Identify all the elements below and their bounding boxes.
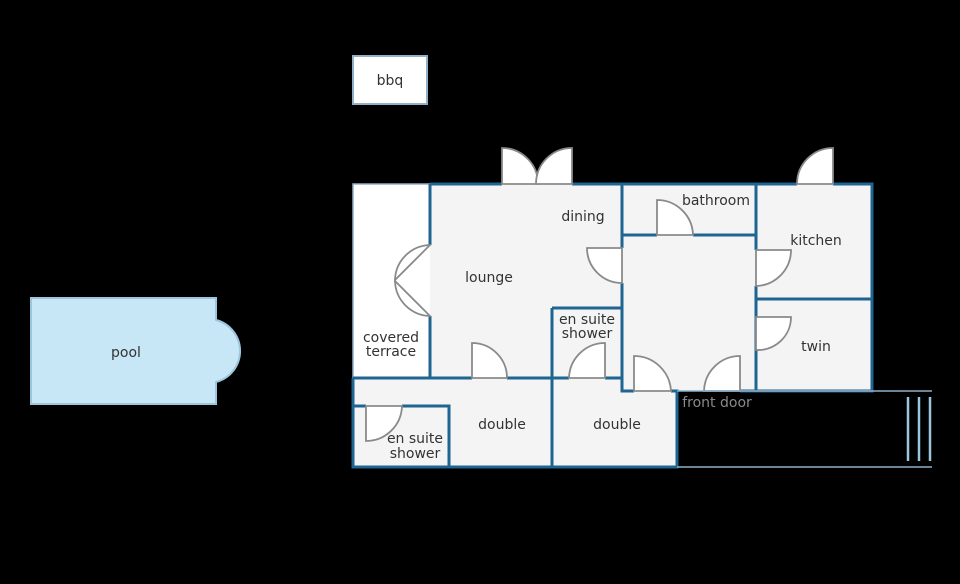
lower-bedrooms xyxy=(353,378,677,467)
double-left-label: double xyxy=(478,417,526,433)
kitchen-door xyxy=(755,249,792,287)
kitchen-twin-area xyxy=(756,184,872,391)
pool xyxy=(30,297,242,405)
en-suite-upper-label-2: shower xyxy=(562,326,613,342)
pool-label: pool xyxy=(111,345,141,361)
dining-hall-door xyxy=(586,247,623,284)
en-suite-upper-walls xyxy=(550,306,622,380)
front-door-label: front door xyxy=(682,395,752,411)
terrace-door-upper xyxy=(394,244,433,283)
twin-label: twin xyxy=(801,339,831,355)
en-suite-lower-label-1: en suite xyxy=(387,431,443,447)
double-mid-label: double xyxy=(593,417,641,433)
covered-terrace-label-2: terrace xyxy=(366,344,416,360)
bbq-label: bbq xyxy=(377,73,404,89)
bathroom-label: bathroom xyxy=(682,193,750,209)
dining-label: dining xyxy=(561,209,604,225)
lounge-label: lounge xyxy=(465,270,513,286)
bbq-area xyxy=(352,55,428,105)
patio-door-left xyxy=(501,147,539,185)
en-suite-upper-door xyxy=(568,342,606,379)
twin-door xyxy=(755,316,792,351)
terrace-outline xyxy=(352,183,430,378)
bedroom-door xyxy=(633,355,672,392)
front-door xyxy=(703,355,741,392)
front-deck-outline xyxy=(677,390,932,468)
en-suite-lower-label-2: shower xyxy=(390,446,441,462)
bathroom-door xyxy=(656,199,694,236)
en-suite-lower-walls xyxy=(353,404,451,467)
en-suite-upper-label-1: en suite xyxy=(559,312,615,328)
lounge-bedroom-door xyxy=(471,342,508,379)
terrace-door-lower xyxy=(394,278,433,317)
kitchen-door-outside xyxy=(796,147,834,185)
patio-door-right xyxy=(535,147,573,185)
kitchen-label: kitchen xyxy=(790,233,842,249)
covered-terrace xyxy=(353,184,430,378)
en-suite-lower-door xyxy=(365,405,403,442)
covered-terrace-label-1: covered xyxy=(363,330,419,346)
